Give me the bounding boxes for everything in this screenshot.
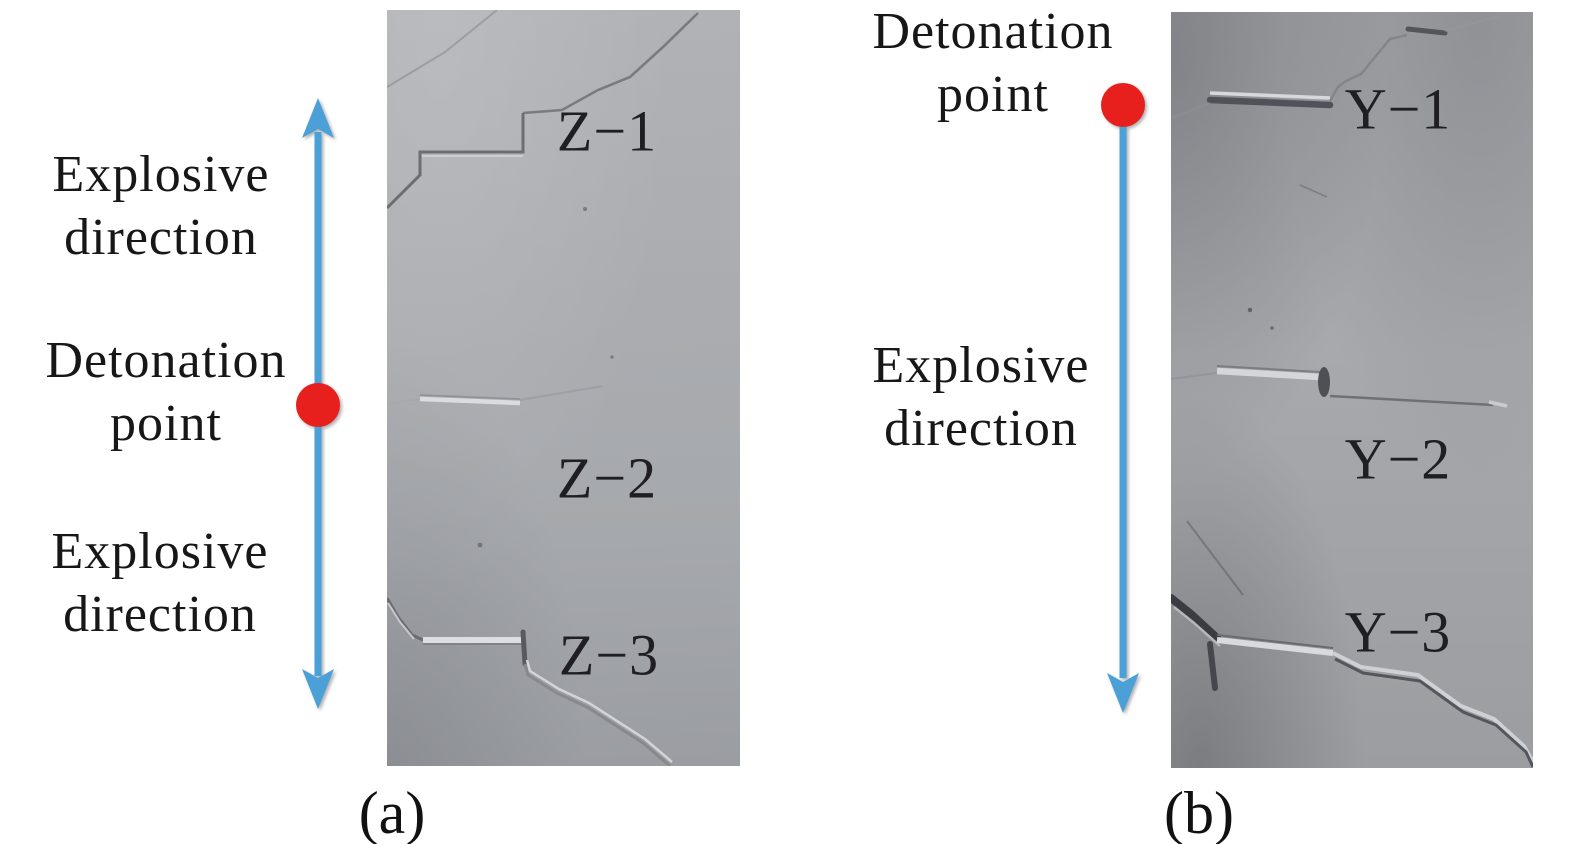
scratch-path	[387, 10, 498, 88]
crack-path	[522, 12, 699, 115]
crack-highlight	[1332, 651, 1533, 763]
crack-path	[1329, 394, 1494, 407]
label-line: direction	[63, 586, 257, 643]
scratch-path	[1299, 184, 1328, 198]
explosive-direction-arrow-b	[1101, 83, 1145, 713]
crack-path	[1216, 634, 1334, 649]
label-line: Detonation	[45, 332, 287, 389]
crack-path	[1334, 657, 1533, 768]
label-line: direction	[884, 400, 1078, 457]
crack-path	[387, 597, 424, 642]
crack-highlight	[1209, 91, 1331, 100]
label-line: Detonation	[872, 3, 1114, 60]
label-line: Explosive	[52, 146, 270, 203]
crack-label-z3: Z−3	[558, 622, 660, 688]
crack-path	[1171, 372, 1218, 380]
crack-path	[519, 385, 604, 401]
explosive-direction-arrow-a	[296, 98, 340, 709]
crack-label-z2: Z−2	[556, 445, 658, 511]
crack-path	[1405, 26, 1448, 36]
crack-path	[1171, 102, 1211, 119]
label-explosive-direction-bottom-a: Explosive direction	[52, 520, 269, 646]
scratch-path	[1186, 520, 1244, 596]
speck	[1270, 326, 1274, 330]
caption-panel-b: (b)	[1164, 780, 1234, 844]
label-line: Explosive	[51, 523, 269, 580]
crack-path	[1171, 594, 1221, 642]
crack-path	[387, 113, 525, 210]
crack-label-y2: Y−2	[1344, 426, 1452, 492]
crack-highlight	[1173, 606, 1221, 647]
label-line: Explosive	[872, 337, 1090, 394]
speck	[1247, 307, 1253, 313]
crack-path	[419, 394, 521, 400]
crack-path	[1328, 33, 1408, 102]
speck	[610, 355, 614, 359]
crack-highlight	[1216, 367, 1321, 381]
crack-label-y1: Y−1	[1344, 76, 1452, 142]
crack-label-y3: Y−3	[1344, 599, 1452, 665]
label-detonation-point-b: Detonation point	[872, 0, 1113, 126]
photo-panel-a: Z−1 Z−2 Z−3	[387, 10, 740, 766]
crack-path	[523, 663, 671, 766]
caption-panel-a: (a)	[358, 780, 426, 844]
arrow-head-down-icon	[1107, 673, 1139, 713]
crack-label-z1: Z−1	[556, 98, 658, 164]
arrow-head-up-icon	[302, 98, 334, 138]
detonation-point-dot-b	[1101, 83, 1145, 127]
label-explosive-direction-top-a: Explosive direction	[53, 143, 270, 269]
label-explosive-direction-b: Explosive direction	[873, 334, 1090, 460]
crack-highlight	[1488, 400, 1508, 408]
crack-path	[1444, 15, 1501, 32]
speck	[477, 542, 483, 548]
crack-path	[1318, 367, 1330, 397]
crack-highlight	[419, 396, 521, 406]
crack-overlay-b	[1171, 15, 1533, 768]
crack-path	[1206, 96, 1334, 109]
photo-panel-b: Y−1 Y−2 Y−3	[1171, 12, 1533, 768]
crack-path	[1216, 365, 1321, 373]
label-line: point	[110, 395, 222, 452]
label-line: point	[937, 66, 1049, 123]
crack-highlight	[1216, 637, 1334, 656]
speck	[583, 207, 587, 211]
crack-path	[387, 398, 421, 405]
crack-path	[1207, 641, 1218, 691]
arrow-head-down-icon	[302, 669, 334, 709]
crack-overlay-a	[387, 10, 699, 766]
crack-path	[520, 629, 528, 667]
detonation-point-dot-a	[296, 383, 340, 427]
crack-highlight	[525, 659, 673, 763]
crack-highlight	[387, 602, 415, 640]
label-line: direction	[64, 209, 258, 266]
label-detonation-point-a: Detonation point	[45, 329, 286, 455]
